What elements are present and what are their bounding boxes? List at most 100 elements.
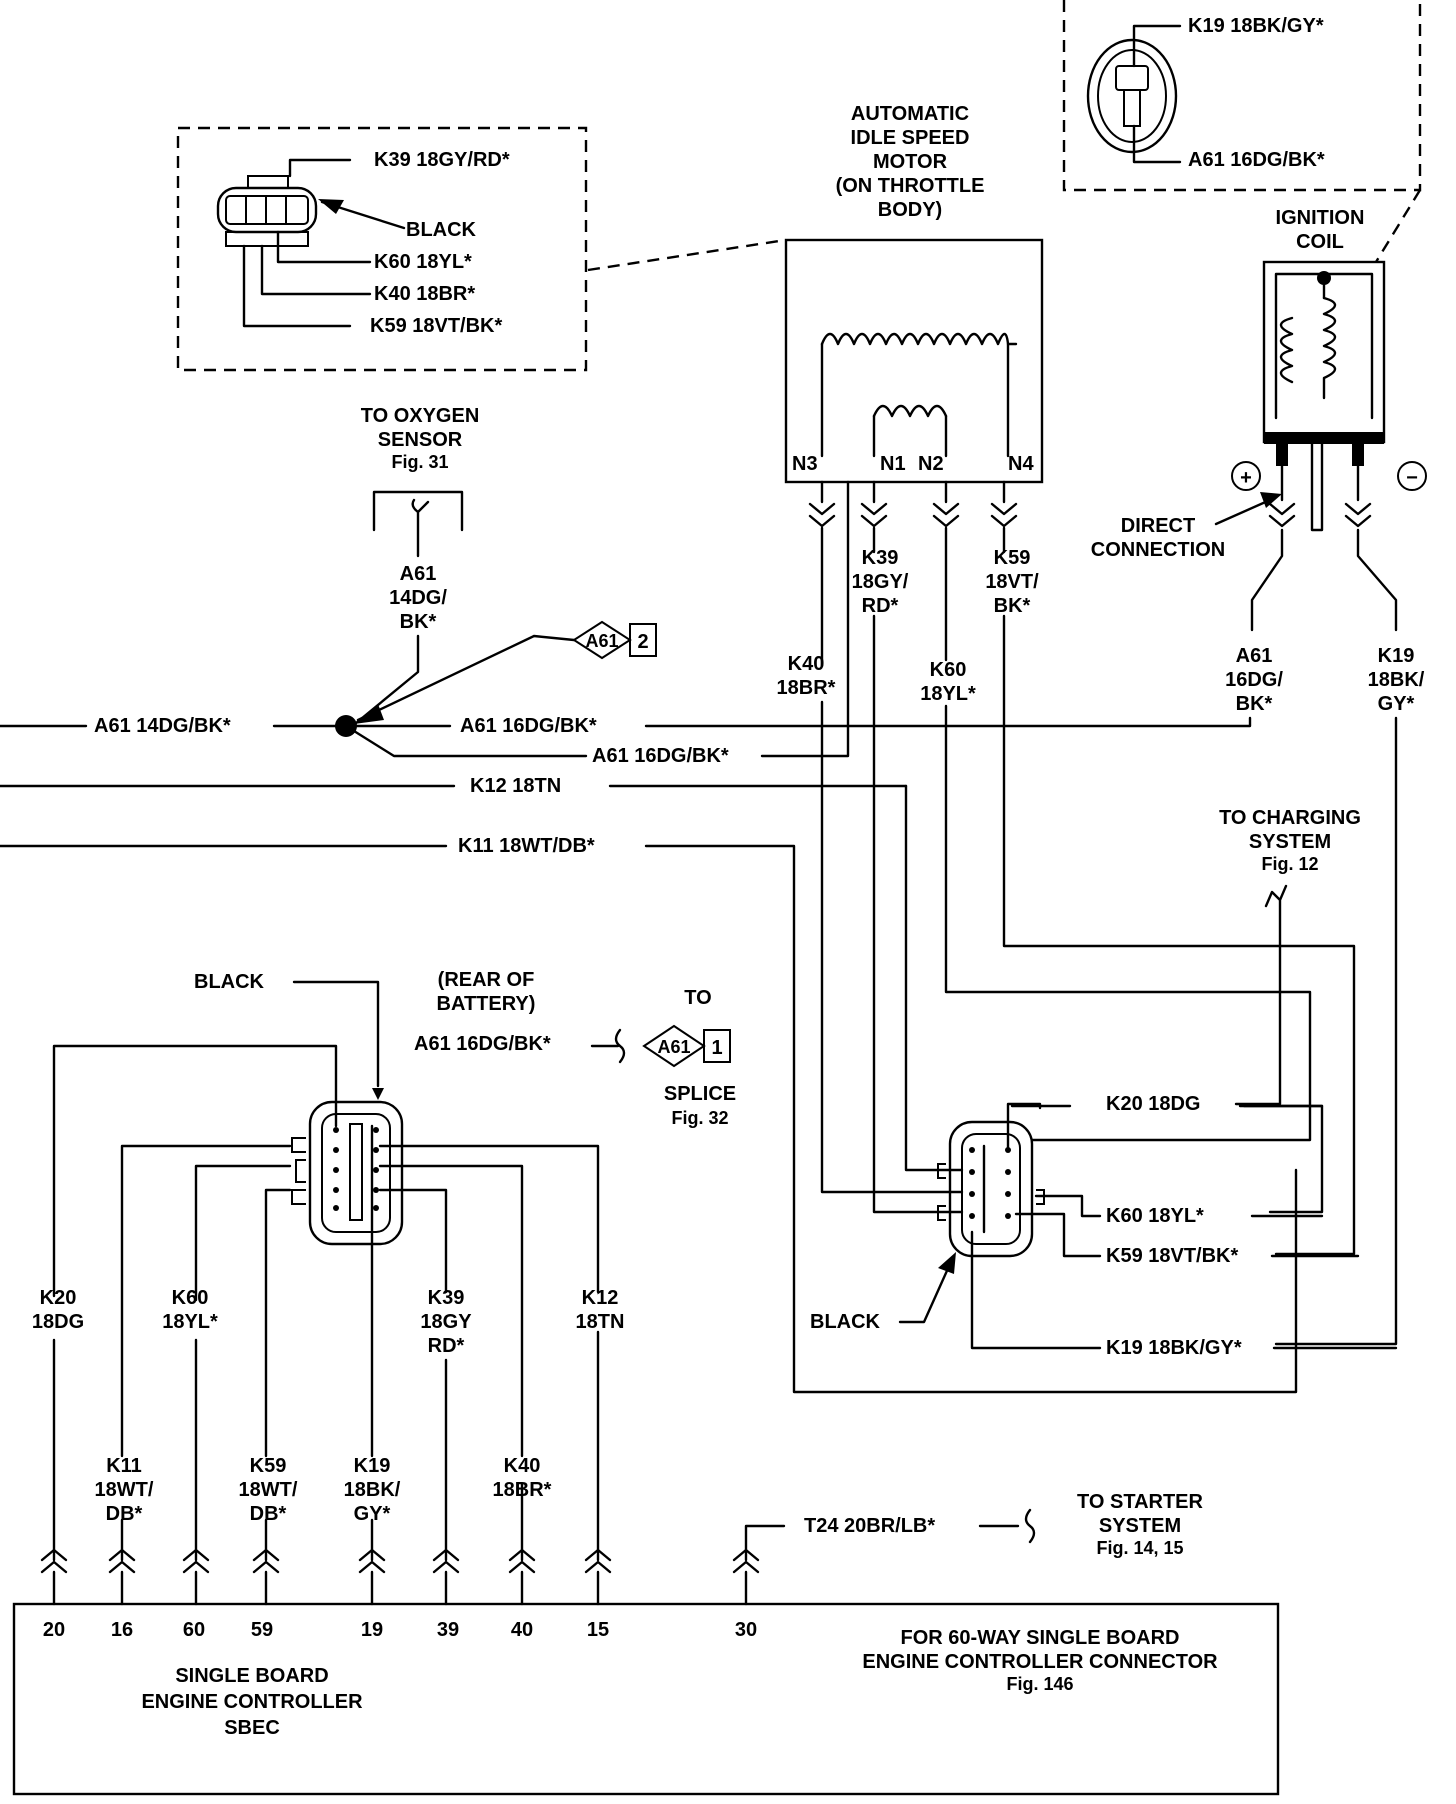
idle-detail-k59: K59 18VT/BK* (370, 315, 502, 337)
right-conn-outer (948, 1120, 1034, 1258)
starter-label-2: SYSTEM (1099, 1515, 1181, 1537)
coil-wire-k19-3: GY* (1378, 693, 1415, 715)
harness-a61-right: A61 16DG/BK* (460, 715, 597, 737)
charging-2: SYSTEM (1249, 831, 1331, 853)
motor-pin-n2: N2 (918, 453, 944, 475)
vw-k11-2: 18WT/ (95, 1479, 154, 1501)
motor-wire-k59-3: BK* (994, 595, 1031, 617)
oxygen-wire-3: BK* (400, 611, 437, 633)
charging-ref: TO CHARGING SYSTEM Fig. 12 (1219, 807, 1361, 1214)
battery-conn-black: BLACK (194, 971, 265, 993)
starter-label-1: TO STARTER (1077, 1491, 1203, 1513)
pin-16: 16 (111, 1619, 133, 1641)
pin-60: 60 (183, 1619, 205, 1641)
coil-wire-k19-2: 18BK/ (1368, 669, 1425, 691)
motor-title-1: AUTOMATIC (851, 103, 969, 125)
motor-title-5: BODY) (878, 199, 942, 221)
splice-a61-top: A61 (585, 631, 618, 651)
oxygen-label-3: Fig. 31 (391, 452, 448, 472)
vw-k12-1: K12 (582, 1287, 619, 1309)
splice-badge-2: A61 2 (354, 620, 657, 724)
coil-connector-icon (1086, 38, 1178, 154)
controller-note-3: Fig. 146 (1006, 1674, 1073, 1694)
vw-k59-1: K59 (250, 1455, 287, 1477)
harness-a61-lower: A61 16DG/BK* (592, 745, 729, 767)
controller-name-1: SINGLE BOARD (175, 1665, 328, 1687)
vw-k39-1: K39 (428, 1287, 465, 1309)
controller-chevrons (40, 1548, 760, 1606)
battery-conn-a61: A61 16DG/BK* (414, 1033, 551, 1055)
pin-59: 59 (251, 1619, 273, 1641)
controller-box (12, 1602, 1280, 1796)
splice-to: TO (684, 987, 711, 1009)
right-conn-k19: K19 18BK/GY* (1106, 1337, 1242, 1359)
battery-connector: BLACK (REAR OF BATTERY) A61 16DG/BK* A61… (194, 969, 736, 1246)
motor-pin-n4: N4 (1008, 453, 1034, 475)
coil-title-1: IGNITION (1276, 207, 1365, 229)
oxygen-wire-2: 14DG/ (389, 587, 447, 609)
right-conn-k20: K20 18DG (1106, 1093, 1201, 1115)
vw-k40-1: K40 (504, 1455, 541, 1477)
motor-title-2: IDLE SPEED (851, 127, 970, 149)
starter-ref: T24 20BR/LB* TO STARTER SYSTEM Fig. 14, … (744, 1491, 1204, 1562)
right-connector: K20 18DG K60 18YL* K59 18VT/BK* K19 18BK… (810, 1093, 1398, 1359)
motor-wire-k40-2: 18BR* (777, 677, 836, 699)
splice-a61-bottom: A61 (657, 1037, 690, 1057)
battery-rear-1: (REAR OF (438, 969, 535, 991)
oxygen-label-2: SENSOR (378, 429, 463, 451)
motor-pin-n1: N1 (880, 453, 906, 475)
controller-note-1: FOR 60-WAY SINGLE BOARD (901, 1627, 1180, 1649)
motor-title-3: MOTOR (873, 151, 948, 173)
controller-name-2: ENGINE CONTROLLER (141, 1691, 363, 1713)
pin-40: 40 (511, 1619, 533, 1641)
motor-wire-k60-2: 18YL* (920, 683, 976, 705)
pin-19: 19 (361, 1619, 383, 1641)
coil-wire-a61-3: BK* (1236, 693, 1273, 715)
oxygen-wire-1: A61 (400, 563, 437, 585)
right-conn-k60: K60 18YL* (1106, 1205, 1204, 1227)
idle-detail-color: BLACK (406, 219, 477, 241)
oxygen-label-1: TO OXYGEN (361, 405, 480, 427)
charging-1: TO CHARGING (1219, 807, 1361, 829)
coil-plus: + (1240, 467, 1252, 489)
inner-winding (872, 404, 948, 418)
splice-label-2: Fig. 32 (671, 1108, 728, 1128)
motor-wire-k39-1: K39 (862, 547, 899, 569)
controller-note-2: ENGINE CONTROLLER CONNECTOR (862, 1651, 1218, 1673)
vw-k39-3: RD* (428, 1335, 465, 1357)
pin-15: 15 (587, 1619, 609, 1641)
vw-k11-3: DB* (106, 1503, 143, 1525)
coil-detail-k19: K19 18BK/GY* (1188, 15, 1324, 37)
vw-k19-1: K19 (354, 1455, 391, 1477)
motor-wire-k59-2: 18VT/ (985, 571, 1039, 593)
splice-label-1: SPLICE (664, 1083, 736, 1105)
oxygen-sensor-ref: TO OXYGEN SENSOR Fig. 31 A61 14DG/ BK* (348, 405, 480, 730)
vw-k59-2: 18WT/ (239, 1479, 298, 1501)
motor-pin-n3: N3 (792, 453, 818, 475)
harness-a61-main: A61 14DG/BK* (94, 715, 231, 737)
idle-detail-k60: K60 18YL* (374, 251, 472, 273)
motor-title-4: (ON THROTTLE (836, 175, 985, 197)
idle-detail-k40: K40 18BR* (374, 283, 475, 305)
right-conn-k59: K59 18VT/BK* (1106, 1245, 1238, 1267)
starter-wire: T24 20BR/LB* (804, 1515, 935, 1537)
battery-conn-outer (308, 1100, 404, 1246)
controller-name-3: SBEC (224, 1717, 280, 1739)
coil-title-2: COIL (1296, 231, 1344, 253)
battery-rear-2: BATTERY) (437, 993, 536, 1015)
vw-k39-2: 18GY (420, 1311, 472, 1333)
main-harness: A61 14DG/BK* A61 16DG/BK* A61 16DG/BK* K… (0, 480, 1298, 1394)
harness-k12: K12 18TN (470, 775, 561, 797)
motor-box (784, 238, 1044, 484)
direct-conn-1: DIRECT (1121, 515, 1195, 537)
outer-winding (820, 332, 1018, 346)
harness-k11: K11 18WT/DB* (458, 835, 595, 857)
splice-num-1: 1 (711, 1037, 722, 1059)
coil-wire-a61-2: 16DG/ (1225, 669, 1283, 691)
direct-conn-2: CONNECTION (1091, 539, 1225, 561)
motor-wire-k40-1: K40 (788, 653, 825, 675)
idle-connector-detail: K39 18GY/RD* BLACK K60 18YL* K40 18BR* K… (176, 126, 787, 372)
coil-connector-detail: K19 18BK/GY* A61 16DG/BK* (1062, 0, 1422, 263)
splice-num-2: 2 (637, 631, 648, 653)
